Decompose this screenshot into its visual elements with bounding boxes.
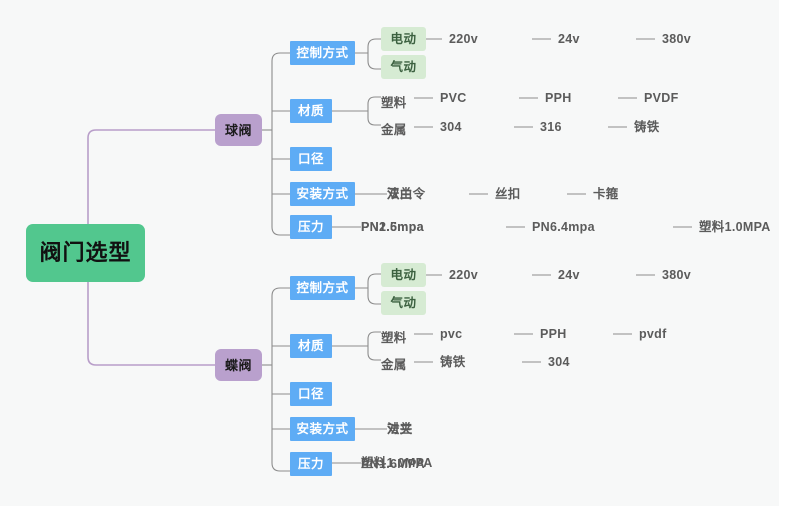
sub-ball-electric[interactable]: 电动 <box>381 27 426 51</box>
leaf-ball-installation-0[interactable]: 法兰 <box>387 186 413 201</box>
leaf-butterfly-installation-0[interactable]: 法兰 <box>387 421 413 436</box>
leaf-ball-pressure-0[interactable]: PN2.5mpa <box>361 219 424 234</box>
leaf-ball-metal-1[interactable]: 316 <box>540 119 562 134</box>
category-ball-material[interactable]: 材质 <box>290 99 332 123</box>
leaf-ball-installation-2[interactable]: 卡箍 <box>593 186 619 201</box>
category-ball-pressure[interactable]: 压力 <box>290 215 332 239</box>
sub-ball-metal[interactable]: 金属 <box>381 122 407 137</box>
leaf-ball-pressure-1[interactable]: PN6.4mpa <box>532 219 595 234</box>
sub-ball-plastic[interactable]: 塑料 <box>381 95 407 110</box>
leaf-butterfly-pressure-first[interactable]: PN1.6MPA <box>361 456 425 471</box>
root-node[interactable]: 阀门选型 <box>26 224 145 282</box>
category-ball-control-method[interactable]: 控制方式 <box>290 41 355 65</box>
butterfly-spine <box>271 287 290 472</box>
ball-spine <box>271 52 290 236</box>
leaf-butterfly-plastic-0[interactable]: pvc <box>440 326 463 341</box>
leaf-ball-plastic-2[interactable]: PVDF <box>644 90 679 105</box>
leaf-ball-pressure-2[interactable]: 塑料1.0MPA <box>699 219 771 234</box>
leaf-ball-metal-0[interactable]: 304 <box>440 119 462 134</box>
category-butterfly-pressure[interactable]: 压力 <box>290 452 332 476</box>
leaf-butterfly-control-1[interactable]: 24v <box>558 267 580 282</box>
right-edge-strip <box>779 0 790 506</box>
leaf-ball-plastic-1[interactable]: PPH <box>545 90 572 105</box>
leaf-ball-installation-1[interactable]: 丝扣 <box>495 186 521 201</box>
branch-node-butterfly-valve[interactable]: 蝶阀 <box>215 349 262 381</box>
sub-butterfly-metal[interactable]: 金属 <box>381 357 407 372</box>
leaf-butterfly-control-0[interactable]: 220v <box>449 267 479 282</box>
leaf-ball-plastic-0[interactable]: PVC <box>440 90 467 105</box>
butterfly-material-bracket <box>332 331 381 361</box>
leaf-ball-metal-2[interactable]: 铸铁 <box>634 119 660 134</box>
sub-butterfly-plastic[interactable]: 塑料 <box>381 330 407 345</box>
sub-butterfly-electric[interactable]: 电动 <box>381 263 426 287</box>
category-ball-installation[interactable]: 安装方式 <box>290 182 355 206</box>
category-butterfly-installation[interactable]: 安装方式 <box>290 417 355 441</box>
leaf-ball-control-1[interactable]: 24v <box>558 31 580 46</box>
leaf-ball-control-2[interactable]: 380v <box>662 31 692 46</box>
leaf-butterfly-pressure-0[interactable]: 塑料1.0MPA <box>361 455 433 470</box>
leaf-ball-control-0[interactable]: 220v <box>449 31 479 46</box>
category-butterfly-diameter[interactable]: 口径 <box>290 382 332 406</box>
leaf-ball-pressure-first[interactable]: PN1.6mpa <box>361 219 424 234</box>
leaf-butterfly-control-2[interactable]: 380v <box>662 267 692 282</box>
category-butterfly-control-method[interactable]: 控制方式 <box>290 276 355 300</box>
leaf-ball-installation-first[interactable]: 双由令 <box>387 186 426 201</box>
leaf-butterfly-plastic-1[interactable]: PPH <box>540 326 567 341</box>
leaf-butterfly-installation-first[interactable]: 对夹 <box>387 421 413 436</box>
branch-node-ball-valve[interactable]: 球阀 <box>215 114 262 146</box>
leaf-butterfly-metal-1[interactable]: 304 <box>548 354 570 369</box>
ball-material-bracket <box>332 96 381 126</box>
sub-ball-pneumatic[interactable]: 气动 <box>381 55 426 79</box>
leaf-butterfly-metal-0[interactable]: 铸铁 <box>440 354 466 369</box>
category-butterfly-material[interactable]: 材质 <box>290 334 332 358</box>
butterfly-control-bracket <box>355 273 381 305</box>
category-ball-diameter[interactable]: 口径 <box>290 147 332 171</box>
leaf-butterfly-plastic-2[interactable]: pvdf <box>639 326 667 341</box>
ball-control-bracket <box>355 38 381 70</box>
sub-butterfly-pneumatic[interactable]: 气动 <box>381 291 426 315</box>
